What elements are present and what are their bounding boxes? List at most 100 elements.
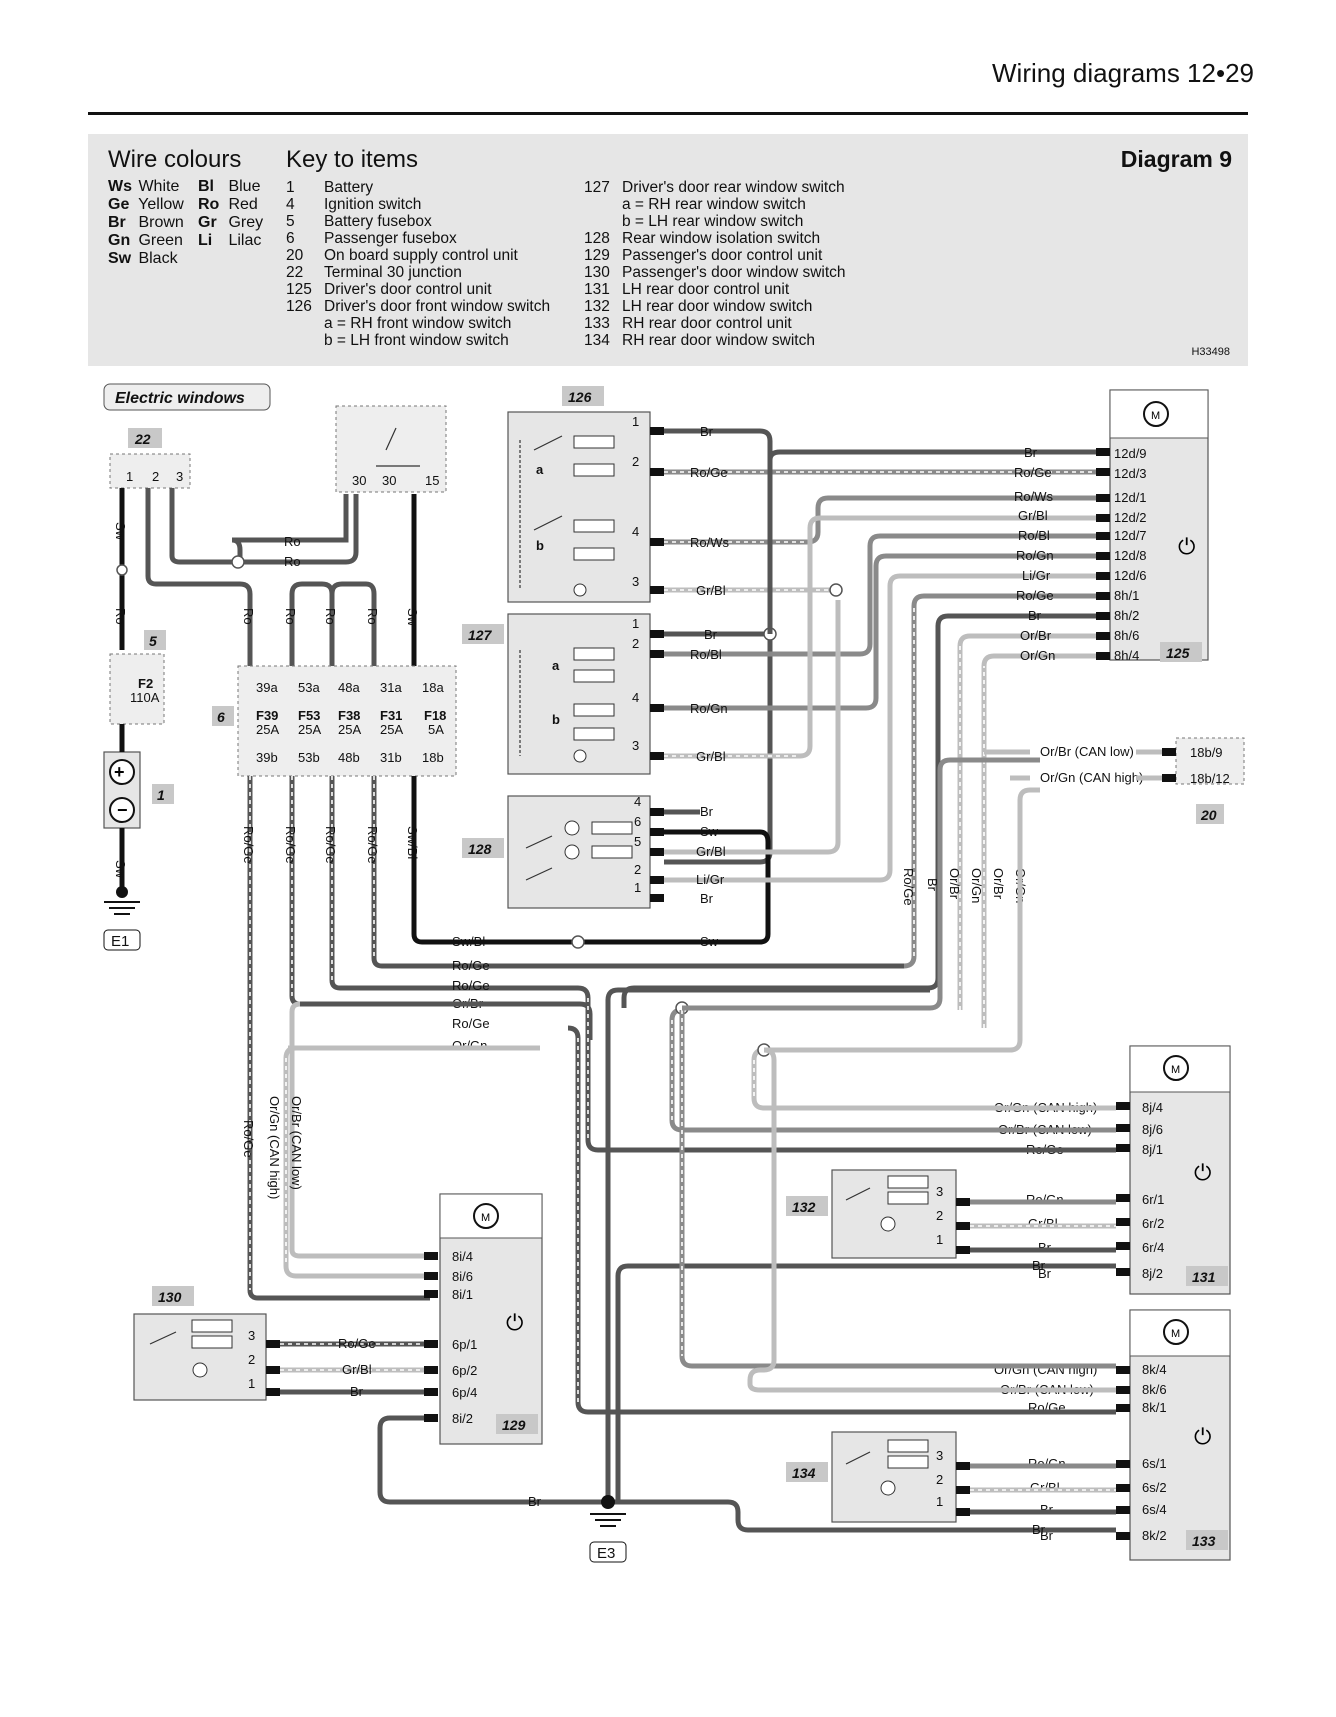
svg-text:Br: Br <box>528 1494 542 1509</box>
svg-text:6p/1: 6p/1 <box>452 1337 477 1352</box>
svg-text:Br: Br <box>350 1384 364 1399</box>
svg-text:Sw/Bl: Sw/Bl <box>405 826 420 859</box>
svg-text:F18: F18 <box>424 708 446 723</box>
svg-text:1: 1 <box>936 1494 943 1509</box>
svg-text:25A: 25A <box>256 722 279 737</box>
svg-text:30: 30 <box>382 473 396 488</box>
svg-text:Sw: Sw <box>700 934 719 949</box>
svg-text:Ro/Ws: Ro/Ws <box>690 535 730 550</box>
driver-rear-window-switch: 127 a b 1 2 4 3 <box>462 613 664 775</box>
svg-text:6s/2: 6s/2 <box>1142 1480 1167 1495</box>
svg-text:6r/2: 6r/2 <box>1142 1216 1164 1231</box>
svg-text:Ro: Ro <box>284 554 301 569</box>
svg-text:39b: 39b <box>256 750 278 765</box>
central-wires: Br Br E3 <box>567 757 1116 1563</box>
svg-text:M: M <box>481 1212 490 1224</box>
svg-text:F31: F31 <box>380 708 402 723</box>
svg-text:⏻: ⏻ <box>1178 534 1195 559</box>
svg-text:Ro/Ge: Ro/Ge <box>1016 588 1054 603</box>
reference-code: H33498 <box>1191 346 1230 358</box>
svg-text:110A: 110A <box>130 690 160 705</box>
svg-text:2: 2 <box>936 1472 943 1487</box>
svg-text:Ro/Gn: Ro/Gn <box>690 701 728 716</box>
driver-door-wires: Br Ro/Ge Ro/Ws Gr/Bl Br Ro/Bl Ro/Gn Gr/B… <box>621 424 1096 1028</box>
svg-text:3: 3 <box>632 574 639 589</box>
svg-text:Ro/Ge: Ro/Ge <box>338 1336 376 1351</box>
svg-text:2: 2 <box>634 862 641 877</box>
svg-text:39a: 39a <box>256 680 278 695</box>
driver-front-window-switch: 126 a b 1 2 4 3 <box>507 386 664 603</box>
svg-text:30: 30 <box>352 473 366 488</box>
svg-text:Sw: Sw <box>700 824 719 839</box>
svg-text:25A: 25A <box>338 722 361 737</box>
svg-text:4: 4 <box>634 794 641 809</box>
svg-text:6r/1: 6r/1 <box>1142 1192 1164 1207</box>
svg-text:1: 1 <box>248 1376 255 1391</box>
terminal-30-junction: 22 1 2 3 <box>109 428 191 489</box>
svg-text:4: 4 <box>632 690 639 705</box>
svg-text:Gr/Bl: Gr/Bl <box>696 749 726 764</box>
svg-text:Ro/Ge: Ro/Ge <box>323 826 338 864</box>
svg-text:8j/1: 8j/1 <box>1142 1142 1163 1157</box>
svg-text:Or/Br: Or/Br <box>947 868 962 900</box>
svg-text:6r/4: 6r/4 <box>1142 1240 1164 1255</box>
svg-text:5: 5 <box>149 633 157 649</box>
svg-text:8h/6: 8h/6 <box>1114 628 1139 643</box>
svg-text:Br: Br <box>704 627 718 642</box>
svg-text:12d/7: 12d/7 <box>1114 528 1147 543</box>
svg-text:Br: Br <box>1028 608 1042 623</box>
colour-entry: Sw Black <box>108 250 178 267</box>
svg-text:Or/Gn: Or/Gn <box>969 868 984 903</box>
svg-text:F53: F53 <box>298 708 320 723</box>
ignition-switch: 4 30 30 15 <box>335 405 447 493</box>
svg-text:1: 1 <box>936 1232 943 1247</box>
svg-text:125: 125 <box>1166 645 1190 661</box>
svg-text:128: 128 <box>468 841 492 857</box>
svg-text:31a: 31a <box>380 680 402 695</box>
colour-entry: Ge Yellow <box>108 196 184 213</box>
svg-text:8h/4: 8h/4 <box>1114 648 1139 663</box>
svg-text:Sw: Sw <box>113 522 128 541</box>
svg-text:M: M <box>1171 1328 1180 1340</box>
svg-text:Electric windows: Electric windows <box>115 390 245 407</box>
svg-text:Sw: Sw <box>405 608 420 627</box>
svg-text:12d/8: 12d/8 <box>1114 548 1147 563</box>
svg-text:Gr/Bl: Gr/Bl <box>342 1362 372 1377</box>
svg-text:8h/1: 8h/1 <box>1114 588 1139 603</box>
svg-text:18b/12: 18b/12 <box>1190 771 1230 786</box>
svg-text:133: 133 <box>1192 1533 1216 1549</box>
svg-text:Sw: Sw <box>113 860 128 879</box>
svg-text:22: 22 <box>134 431 151 447</box>
svg-text:5: 5 <box>634 834 641 849</box>
svg-text:132: 132 <box>792 1199 816 1215</box>
svg-text:E3: E3 <box>597 1545 615 1562</box>
svg-text:8i/4: 8i/4 <box>452 1249 473 1264</box>
svg-text:Ro/Gn: Ro/Gn <box>1016 548 1054 563</box>
svg-text:3: 3 <box>936 1184 943 1199</box>
svg-text:3: 3 <box>248 1328 255 1343</box>
svg-text:8k/1: 8k/1 <box>1142 1400 1167 1415</box>
svg-text:Gr/Bl: Gr/Bl <box>696 583 726 598</box>
svg-text:25A: 25A <box>380 722 403 737</box>
svg-text:8k/2: 8k/2 <box>1142 1528 1167 1543</box>
svg-text:2: 2 <box>936 1208 943 1223</box>
svg-text:129: 129 <box>502 1417 526 1433</box>
svg-text:1: 1 <box>632 616 639 631</box>
svg-text:Ro: Ro <box>283 608 298 625</box>
svg-text:Or/Br: Or/Br <box>991 868 1006 900</box>
svg-text:Ro/Ge: Ro/Ge <box>241 826 256 864</box>
svg-text:Ro/Ws: Ro/Ws <box>1014 489 1054 504</box>
svg-text:M: M <box>1171 1064 1180 1076</box>
rh-rear-door-control-unit: M ⏻ 133 Or/Gn (CAN high) Or/Br (CAN low)… <box>994 1309 1231 1561</box>
svg-text:Ro: Ro <box>113 608 128 625</box>
diagram-label: Diagram 9 <box>1120 146 1232 172</box>
svg-text:M: M <box>1151 410 1160 422</box>
svg-text:8i/6: 8i/6 <box>452 1269 473 1284</box>
svg-text:1: 1 <box>157 787 165 803</box>
